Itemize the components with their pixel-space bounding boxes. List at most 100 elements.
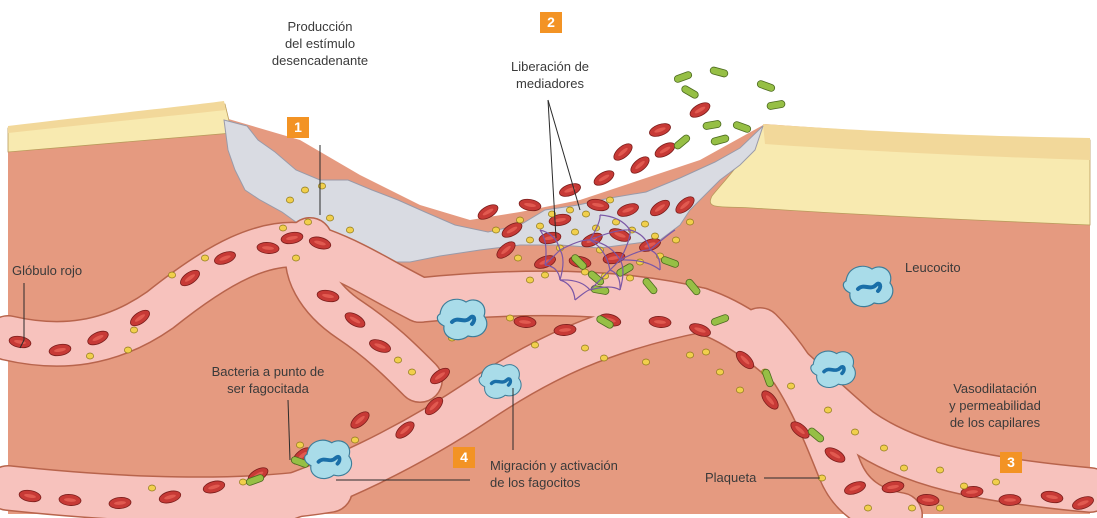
label-line: Migración y activación [490,457,618,474]
platelet [506,315,513,321]
label-line: y permeabilidad [932,397,1058,414]
red-blood-cell [611,141,635,164]
label-vasodilatacion: Vasodilatación y permeabilidad de los ca… [932,380,1058,431]
platelet [641,221,648,227]
red-blood-cell [653,140,678,161]
platelet [851,429,858,435]
platelet [168,272,175,278]
platelet [531,342,538,348]
platelet [326,215,333,221]
label-line: Vasodilatación [932,380,1058,397]
bacterium [709,66,728,77]
platelet [296,442,303,448]
label-line: Bacteria a punto de [188,363,348,380]
platelet [960,483,967,489]
platelet [239,479,246,485]
bacterium [703,120,722,130]
platelet [581,345,588,351]
platelet [582,211,589,217]
platelet [492,227,499,233]
platelet [201,255,208,261]
platelet [864,505,871,511]
leukocyte [437,299,486,339]
label-line: de los capilares [932,414,1058,431]
platelet [124,347,131,353]
platelet [526,237,533,243]
platelet [571,229,578,235]
red-blood-cell [518,198,542,213]
platelet [908,505,915,511]
label-line: Producción [263,18,377,35]
platelet [541,272,548,278]
label-line: del estímulo [263,35,377,52]
platelet [292,255,299,261]
red-blood-cell [688,100,713,121]
bacterium [767,100,786,110]
bacterium [680,84,699,99]
label-migracion-fagocitos: Migración y activación de los fagocitos [490,457,618,491]
leukocyte [479,364,521,398]
red-blood-cell [592,168,617,189]
label-line: mediadores [490,75,610,92]
step-badge-2: 2 [540,12,562,33]
platelet [606,197,613,203]
platelet [936,467,943,473]
platelet [514,255,521,261]
bacterium [673,134,691,151]
label-plaqueta: Plaqueta [705,469,756,486]
platelet [351,437,358,443]
platelet [702,349,709,355]
platelet [686,352,693,358]
platelet [880,445,887,451]
platelet [408,369,415,375]
platelet [651,233,658,239]
bacterium [756,80,775,93]
platelet [516,217,523,223]
platelet [672,237,679,243]
red-blood-cell [628,154,652,177]
platelet [642,359,649,365]
platelet [526,277,533,283]
platelet [600,355,607,361]
red-blood-cell [999,495,1021,506]
platelet [736,387,743,393]
platelet [536,223,543,229]
platelet [787,383,794,389]
platelet [86,353,93,359]
label-line: ser fagocitada [188,380,348,397]
platelet [992,479,999,485]
platelet [900,465,907,471]
platelet [304,219,311,225]
leukocyte [305,440,352,478]
platelet [394,357,401,363]
bacterium [710,134,729,145]
platelet [286,197,293,203]
platelet [626,275,633,281]
step-badge-4: 4 [453,447,475,468]
platelet [824,407,831,413]
label-leucocito: Leucocito [905,259,961,276]
platelet [566,207,573,213]
label-bacteria: Bacteria a punto de ser fagocitada [188,363,348,397]
bacterium [732,121,751,134]
red-blood-cell [558,181,582,199]
platelet [346,227,353,233]
label-line: de los fagocitos [490,474,618,491]
step-badge-3: 3 [1000,452,1022,473]
label-produccion-estimulo: Producción del estímulo desencadenante [263,18,377,69]
label-line: desencadenante [263,52,377,69]
platelet [936,505,943,511]
platelet [279,225,286,231]
label-liberacion-mediadores: Liberación de mediadores [490,58,610,92]
platelet [301,187,308,193]
step-badge-1: 1 [287,117,309,138]
label-line: Liberación de [490,58,610,75]
platelet [716,369,723,375]
platelet [130,327,137,333]
red-blood-cell [648,121,672,139]
platelet [686,219,693,225]
label-globulo-rojo: Glóbulo rojo [12,262,82,279]
bacterium [673,71,692,84]
platelet [148,485,155,491]
leukocyte [843,266,892,306]
